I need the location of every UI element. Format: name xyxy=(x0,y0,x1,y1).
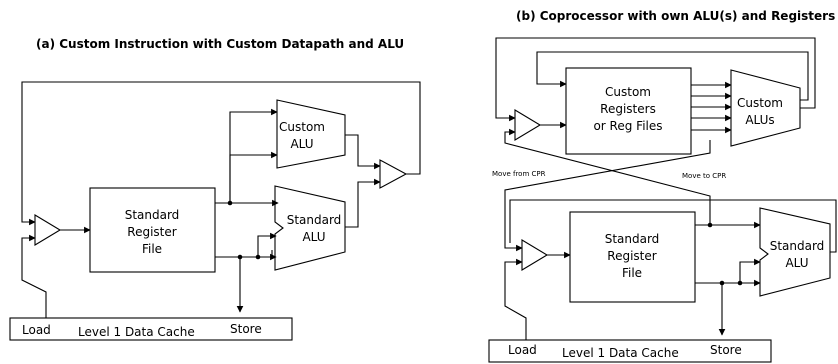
panel-b-custom-registers xyxy=(565,67,692,155)
panel-a-register-file-line3: File xyxy=(142,242,162,256)
panel-a-cache-label: Level 1 Data Cache xyxy=(78,325,195,339)
panel-a-mux xyxy=(34,214,62,246)
panel-b-title: (b) Coprocessor with own ALU(s) and Regi… xyxy=(516,9,835,23)
panel-b-move-from-label: Move from CPR xyxy=(492,170,546,178)
panel-a-cache xyxy=(9,317,293,341)
panel-b-load-label: Load xyxy=(508,343,537,357)
panel-b-store-label: Store xyxy=(710,343,742,357)
panel-b-standard-alu-line1: Standard xyxy=(770,239,825,253)
panel-b-register-file-line3: File xyxy=(622,266,642,280)
panel-a-title: (a) Custom Instruction with Custom Datap… xyxy=(36,37,404,51)
panel-b-custom-registers-line1: Custom xyxy=(605,85,651,99)
panel-a-standard-alu-line2: ALU xyxy=(302,230,325,244)
panel-a-output-mux xyxy=(379,159,408,189)
panel-a-register-file xyxy=(89,187,216,273)
panel-b-standard-alu-line2: ALU xyxy=(785,256,808,270)
panel-a-store-label: Store xyxy=(230,322,262,336)
panel-b-standard-alu xyxy=(759,207,831,297)
panel-b-cache-label: Level 1 Data Cache xyxy=(562,346,679,360)
panel-b-top-mux xyxy=(514,109,542,141)
panel-a-custom-alu-line2: ALU xyxy=(290,137,313,151)
panel-a-register-file-line1: Standard xyxy=(125,208,180,222)
panel-b-register-file-line1: Standard xyxy=(605,232,660,246)
panel-a-custom-alu xyxy=(276,99,346,169)
panel-a-standard-alu-line1: Standard xyxy=(287,213,342,227)
panel-a: (a) Custom Instruction with Custom Datap… xyxy=(9,37,421,341)
panel-a-load-label: Load xyxy=(22,323,51,337)
panel-b-bottom-mux xyxy=(521,239,549,271)
panel-b-custom-alus-line1: Custom xyxy=(737,96,783,110)
panel-a-custom-alu-line1: Custom xyxy=(279,120,325,134)
panel-b-custom-alus-line2: ALUs xyxy=(745,113,774,127)
panel-b-custom-registers-line2: Registers xyxy=(600,102,656,116)
panel-b-custom-registers-line3: or Reg Files xyxy=(593,119,662,133)
panel-b-register-file-line2: Register xyxy=(607,249,656,263)
panel-b-move-to-label: Move to CPR xyxy=(682,172,726,180)
panel-a-register-file-line2: Register xyxy=(127,225,176,239)
panel-a-standard-alu xyxy=(274,185,346,271)
panel-b: (b) Coprocessor with own ALU(s) and Regi… xyxy=(488,9,837,363)
panel-b-cache xyxy=(488,339,772,363)
